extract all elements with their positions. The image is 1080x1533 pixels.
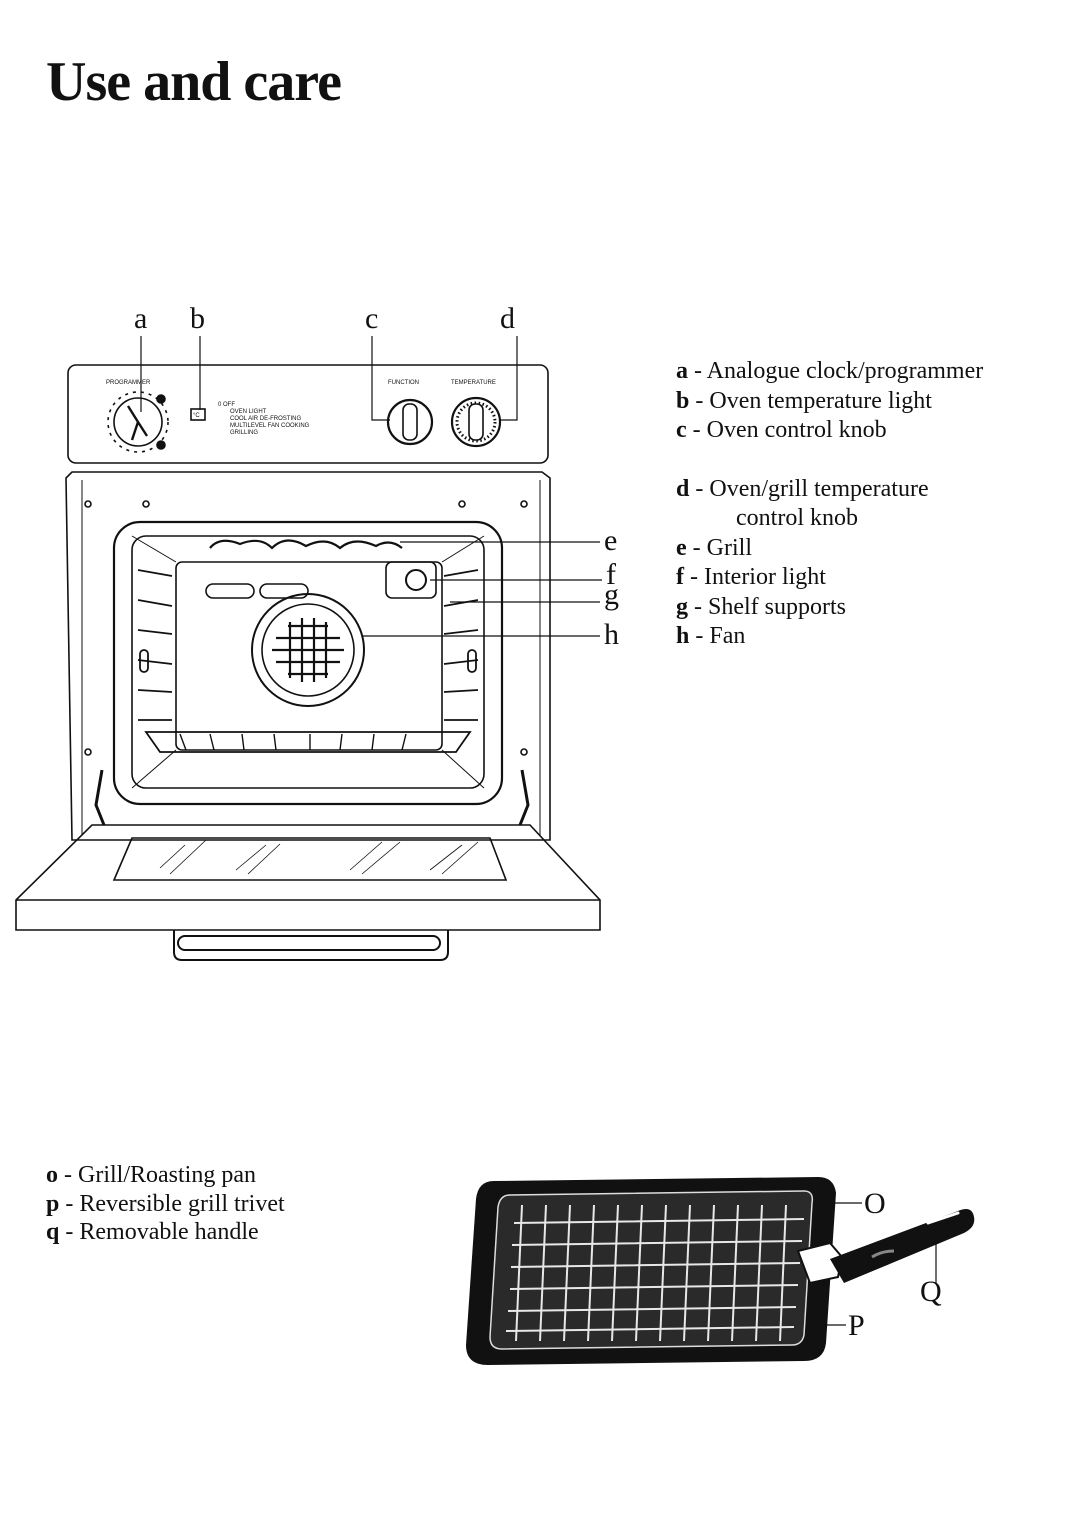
callout-f: f (606, 558, 616, 591)
clock-dial (113, 397, 163, 447)
legend-item-d: d - Oven/grill temperature (676, 475, 929, 502)
callout-e: e (604, 524, 617, 557)
legend-item-h: h - Fan (676, 623, 746, 649)
temp-light (190, 408, 206, 421)
temperature-label: TEMPERATURE (451, 380, 496, 386)
legend-item-o: o - Grill/Roasting pan (46, 1162, 256, 1188)
callout-h: h (604, 618, 619, 651)
oven-cavity (112, 520, 504, 806)
oven-legend: a - Analogue clock/programmer b - Oven t… (676, 357, 983, 652)
door-window (112, 837, 508, 881)
fan-guard (251, 593, 365, 707)
door-handle (173, 930, 449, 961)
legend-item-c: c - Oven control knob (676, 417, 887, 443)
control-panel (67, 364, 549, 464)
mode-defrost: COOL AIR DE-FROSTING (230, 416, 301, 422)
interior-light-housing (385, 561, 437, 599)
legend-item-e: e - Grill (676, 534, 752, 561)
mode-grill: GRILLING (230, 430, 258, 436)
pan-legend: o - Grill/Roasting pan p - Reversible gr… (46, 1161, 285, 1247)
page-title: Use and care (46, 51, 342, 113)
temp-light-symbol: °C (193, 413, 200, 419)
oven-illustration: a b c d PROGRAMMER °C 0 OFF OVEN LIGHT C… (15, 302, 619, 961)
mode-fan: MULTILEVEL FAN COOKING (230, 423, 310, 429)
mode-oven-light: OVEN LIGHT (230, 409, 267, 415)
programmer-label: PROGRAMMER (106, 380, 151, 386)
callout-d: d (500, 302, 515, 335)
temperature-knob (450, 396, 502, 448)
legend-item-g: g - Shelf supports (676, 593, 846, 620)
oven-shelf (144, 731, 472, 753)
legend-item-p: p - Reversible grill trivet (46, 1190, 285, 1217)
callout-p: P (848, 1309, 865, 1342)
grill-element (209, 539, 403, 550)
callout-o: O (864, 1187, 886, 1220)
fan-blades (272, 618, 344, 682)
legend-item-b: b - Oven temperature light (676, 387, 932, 414)
legend-item-d-cont: control knob (736, 505, 858, 531)
removable-handle (830, 1209, 975, 1283)
grill-pan-illustration: O Q P (466, 1177, 975, 1365)
shelf-supports (137, 569, 479, 721)
callout-g: g (604, 578, 619, 611)
callout-b: b (190, 302, 205, 335)
oven-body (65, 471, 551, 841)
legend-item-q: q - Removable handle (46, 1219, 259, 1245)
grill-trivet (505, 1204, 805, 1342)
function-knob (386, 398, 434, 446)
callout-a: a (134, 302, 147, 335)
function-label: FUNCTION (388, 380, 419, 386)
interior-light (405, 569, 427, 591)
legend-item-a: a - Analogue clock/programmer (676, 358, 984, 384)
callout-q: Q (920, 1275, 942, 1308)
callout-c: c (365, 302, 378, 335)
mode-off: 0 OFF (218, 402, 235, 408)
legend-item-f: f - Interior light (676, 564, 826, 590)
